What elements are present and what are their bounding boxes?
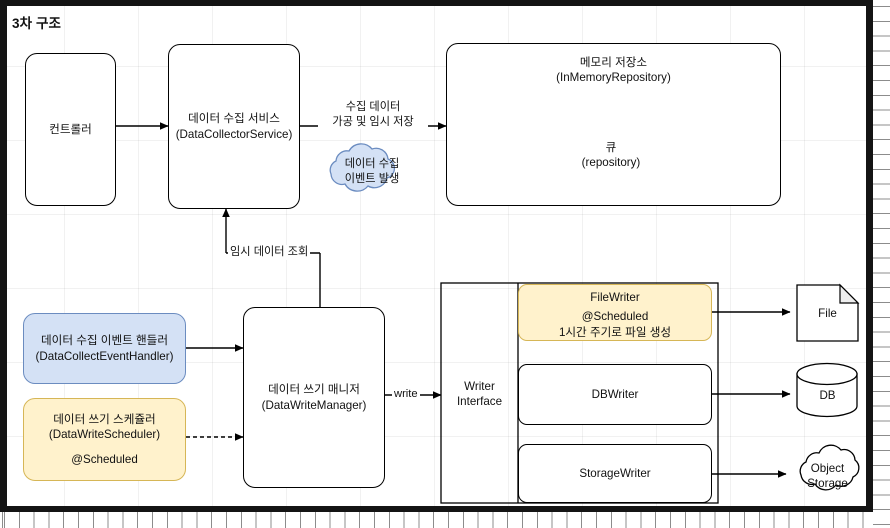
db-sink-label-text: DB [819,389,836,402]
node-write-manager-label-2: (DataWriteManager) [261,398,367,412]
node-data-collector-service[interactable]: 데이터 수집 서비스 (DataCollectorService) [168,44,300,209]
object-storage-label-1: Object [810,462,845,475]
event-cloud-label-2: 이벤트 발생 [344,172,400,185]
window-frame-top [0,0,890,6]
node-data-collect-event-handler[interactable]: 데이터 수집 이벤트 핸들러 (DataCollectEventHandler) [23,313,186,384]
node-collector-label-1: 데이터 수집 서비스 [188,112,280,126]
object-storage-cloud-shape [799,444,860,491]
db-cylinder-shape [796,362,858,418]
node-storage-writer-label: StorageWriter [579,466,651,480]
edge-collect-store-1: 수집 데이터 [345,101,401,113]
edge-write-text: write [394,388,418,400]
file-icon-shape [796,283,860,342]
window-frame-bottom [0,506,890,512]
node-event-handler-label-2: (DataCollectEventHandler) [35,349,174,363]
ruler-horizontal [0,512,890,528]
node-data-write-scheduler[interactable]: 데이터 쓰기 스케쥴러 (DataWriteScheduler) @Schedu… [23,398,186,481]
page-title: 3차 구조 [12,16,62,31]
event-cloud-label-1: 데이터 수집 [344,158,400,170]
node-file-writer[interactable]: FileWriter @Scheduled 1시간 주기로 파일 생성 [518,284,712,341]
node-scheduler-label-3: @Scheduled [71,452,138,466]
node-writer-interface[interactable]: Writer Interface [441,379,518,409]
node-memory-store-label-2: (InMemoryRepository) [556,71,671,85]
window-frame-right [866,0,873,528]
edge-label-temp-query: 임시 데이터 조회 [228,245,311,260]
edge-label-write: write [392,387,420,402]
queue-label: 큐 (repository) [561,140,661,170]
window-frame-left [0,0,7,528]
writer-interface-label-2: Interface [456,395,503,409]
node-event-handler-label-1: 데이터 수집 이벤트 핸들러 [41,334,168,348]
node-controller-label: 컨트롤러 [49,122,92,136]
db-sink-label: DB [797,388,858,403]
node-scheduler-label-2: (DataWriteScheduler) [48,428,161,442]
node-controller[interactable]: 컨트롤러 [25,53,116,206]
node-file-writer-label-1: FileWriter [590,291,640,304]
node-memory-repository[interactable]: 메모리 저장소 (InMemoryRepository) [446,43,781,206]
object-storage-label-2: Storage [807,477,848,491]
node-memory-store-label-1: 메모리 저장소 [579,56,648,69]
node-file-writer-label-3: 1시간 주기로 파일 생성 [558,325,672,339]
node-db-writer[interactable]: DBWriter [518,364,712,425]
node-storage-writer[interactable]: StorageWriter [518,444,712,503]
edge-temp-query-text: 임시 데이터 조회 [230,246,309,258]
file-sink-label-text: File [818,307,837,320]
node-file-writer-label-2: @Scheduled [581,310,649,324]
object-storage-sink-label: Object Storage [797,461,858,491]
node-scheduler-label-1: 데이터 쓰기 스케쥴러 [53,413,156,427]
node-data-write-manager[interactable]: 데이터 쓰기 매니저 (DataWriteManager) [243,307,385,488]
event-cloud-label: 데이터 수집 이벤트 발생 [330,157,414,186]
edge-collect-store-2: 가공 및 임시 저장 [332,115,414,128]
node-write-manager-label-1: 데이터 쓰기 매니저 [268,383,360,397]
ruler-vertical [873,0,890,528]
node-db-writer-label: DBWriter [591,387,639,401]
edge-label-collect-store: 수집 데이터 가공 및 임시 저장 [318,100,428,130]
file-sink-label: File [797,306,858,321]
event-cloud-shape [329,143,396,192]
writer-interface-label-1: Writer [464,380,495,393]
queue-label-1: 큐 [605,141,617,154]
node-collector-label-2: (DataCollectorService) [175,127,293,141]
queue-label-2: (repository) [581,156,641,170]
